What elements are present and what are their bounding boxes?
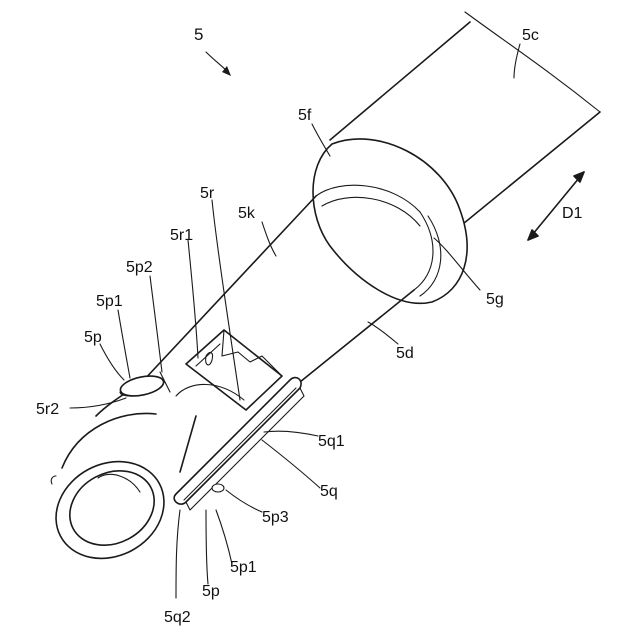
label-boss-p1-bottom: 5p1 [230, 559, 257, 576]
label-boss-p3: 5p3 [262, 509, 289, 526]
label-boss-p-top: 5p [84, 329, 102, 346]
label-shaft-d: 5d [396, 345, 414, 362]
label-recess-r2: 5r2 [36, 401, 59, 418]
label-recess-r: 5r [200, 185, 215, 202]
label-flange-f: 5f [298, 107, 312, 124]
label-assembly: 5 [194, 25, 203, 44]
assembly-arrow [206, 52, 231, 76]
label-recess-r1: 5r1 [170, 227, 193, 244]
label-body-k: 5k [238, 205, 256, 222]
label-rail-q: 5q [320, 483, 338, 500]
label-boss-p-bottom: 5p [202, 583, 220, 600]
label-rail-q1: 5q1 [318, 433, 345, 450]
label-boss-p1-top: 5p1 [96, 293, 123, 310]
label-direction: D1 [562, 205, 583, 222]
label-rail-q2: 5q2 [164, 609, 191, 626]
flange-5f [313, 139, 467, 303]
label-groove-g: 5g [486, 291, 504, 308]
label-boss-p2: 5p2 [126, 259, 153, 276]
end-cap [39, 382, 196, 577]
label-shaft-c: 5c [522, 27, 539, 44]
recess-5r [176, 330, 282, 410]
boss-5p-top [119, 372, 170, 399]
